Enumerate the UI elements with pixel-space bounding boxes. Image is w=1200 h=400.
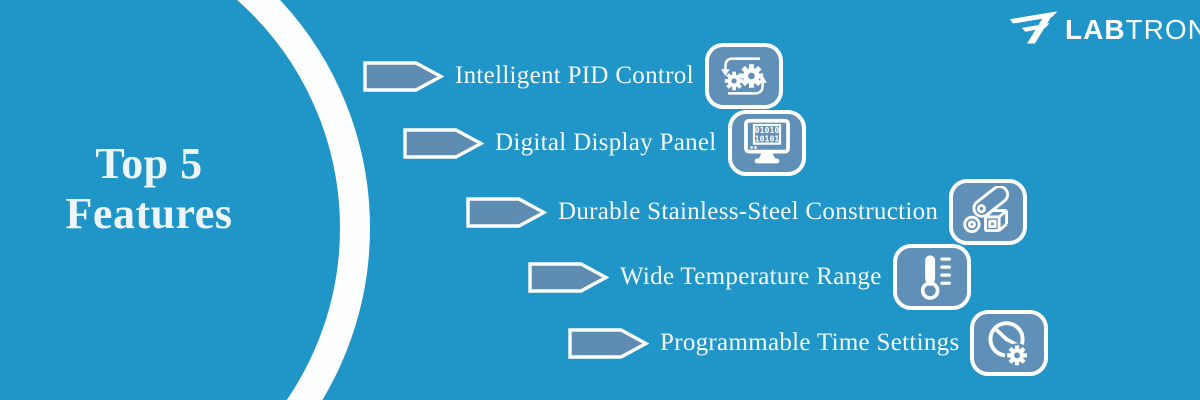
binary-line-1: 01010 (754, 125, 779, 135)
steel-profiles-icon (949, 179, 1028, 245)
page-title: Top 5 Features (18, 139, 280, 239)
feature-row-3: Durable Stainless-Steel Construction (466, 178, 1028, 246)
pid-gears-cycle-icon (704, 43, 783, 109)
title-line-2: Features (65, 189, 233, 238)
clock-gear-icon (970, 310, 1049, 376)
binary-monitor-icon: 01010 10101 (727, 110, 806, 176)
brand-name-light: TRON (1125, 13, 1200, 45)
feature-label: Programmable Time Settings (660, 329, 960, 356)
arrow-pointer-icon (466, 196, 547, 228)
labtron-t-mark-icon (1008, 8, 1060, 51)
brand-logo: LAB TRON (1008, 8, 1200, 51)
brand-name: LAB TRON (1065, 14, 1200, 46)
arrow-pointer-icon (568, 327, 649, 359)
feature-label: Digital Display Panel (495, 129, 717, 156)
feature-label: Intelligent PID Control (455, 62, 694, 89)
arrow-pointer-icon (363, 60, 444, 92)
brand-name-bold: LAB (1065, 13, 1126, 45)
feature-label: Wide Temperature Range (620, 263, 882, 290)
arrow-pointer-icon (403, 127, 484, 159)
thermometer-icon (892, 244, 971, 310)
feature-row-4: Wide Temperature Range (528, 243, 971, 311)
feature-row-2: Digital Display Panel 01010 10101 (403, 109, 806, 177)
feature-label: Durable Stainless-Steel Construction (558, 198, 939, 225)
binary-line-2: 10101 (754, 133, 779, 143)
title-line-1: Top 5 (95, 139, 203, 188)
feature-row-1: Intelligent PID Control (363, 42, 783, 110)
feature-row-5: Programmable Time Settings (568, 309, 1049, 377)
arrow-pointer-icon (528, 261, 609, 293)
